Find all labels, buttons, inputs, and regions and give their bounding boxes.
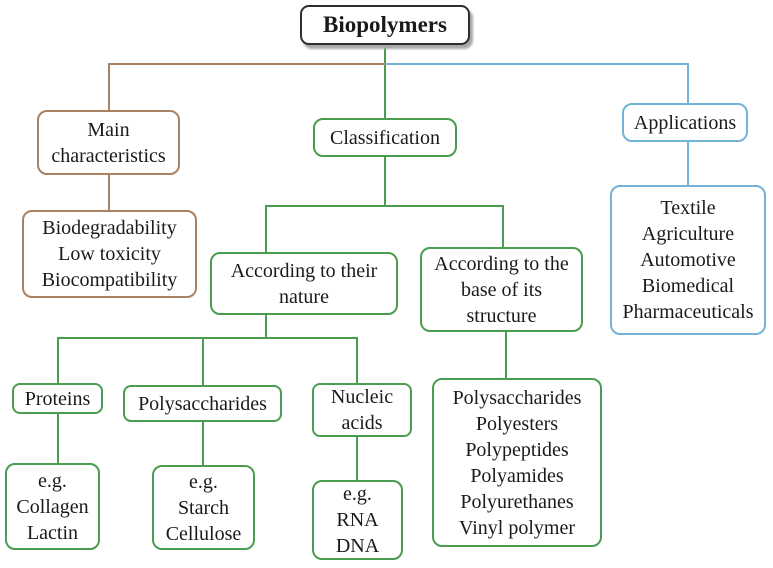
node-eg-proteins-label: e.g. Collagen Lactin (16, 469, 89, 544)
connector-bynature-down (265, 315, 267, 339)
node-according-to-structure-label: According to the base of its structure (434, 252, 569, 327)
connector-to-applications (687, 63, 689, 103)
node-eg-polysaccharides-label: e.g. Starch Cellulose (165, 470, 242, 545)
connector-to-polysaccharides (202, 337, 204, 385)
connector-to-by-nature (265, 205, 267, 252)
connector-maincharacteristics-to-list (108, 175, 110, 210)
node-proteins: Proteins (12, 383, 103, 414)
node-biopolymers: Biopolymers (300, 5, 470, 45)
connector-horizontal-brown (108, 63, 385, 65)
connector-classification-down (384, 157, 386, 205)
node-structure-list: Polysaccharides Polyesters Polypeptides … (432, 378, 602, 547)
node-eg-proteins: e.g. Collagen Lactin (5, 463, 100, 550)
node-polysaccharides: Polysaccharides (123, 385, 282, 422)
node-biopolymers-label: Biopolymers (323, 12, 447, 38)
node-proteins-label: Proteins (24, 387, 91, 410)
node-nucleic-acids-label: Nucleic acids (330, 386, 394, 434)
connector-to-main-characteristics (108, 63, 110, 110)
connector-nucleic-to-eg (356, 437, 358, 480)
connector-to-nucleic-acids (356, 337, 358, 383)
connector-horizontal-blue (385, 63, 687, 65)
connector-applications-to-list (687, 142, 689, 185)
connector-polysaccharides-to-eg (202, 422, 204, 465)
node-polysaccharides-label: Polysaccharides (138, 392, 267, 415)
node-applications-list: Textile Agriculture Automotive Biomedica… (610, 185, 766, 335)
node-structure-list-label: Polysaccharides Polyesters Polypeptides … (452, 386, 582, 539)
node-eg-nucleic-acids-label: e.g. RNA DNA (335, 483, 380, 557)
node-according-to-nature: According to their nature (210, 252, 398, 315)
node-eg-polysaccharides: e.g. Starch Cellulose (152, 465, 255, 550)
node-main-characteristics-label: Main characteristics (51, 118, 166, 167)
node-classification-label: Classification (330, 126, 440, 149)
connector-to-by-structure (502, 205, 504, 247)
node-characteristics-list: Biodegradability Low toxicity Biocompati… (22, 210, 197, 298)
node-according-to-structure: According to the base of its structure (420, 247, 583, 332)
node-according-to-nature-label: According to their nature (230, 259, 378, 308)
node-nucleic-acids: Nucleic acids (312, 383, 412, 437)
connector-to-proteins (57, 337, 59, 383)
node-classification: Classification (313, 118, 457, 157)
node-main-characteristics: Main characteristics (37, 110, 180, 175)
node-applications: Applications (622, 103, 748, 142)
connector-bystructure-to-list (505, 332, 507, 378)
node-applications-list-label: Textile Agriculture Automotive Biomedica… (622, 197, 754, 323)
connector-horizontal-classification (265, 205, 504, 207)
node-eg-nucleic-acids: e.g. RNA DNA (312, 480, 403, 560)
node-characteristics-list-label: Biodegradability Low toxicity Biocompati… (41, 217, 178, 291)
node-applications-label: Applications (633, 111, 737, 134)
connector-title-to-classification (384, 45, 386, 118)
connector-horizontal-nature-children (57, 337, 358, 339)
connector-proteins-to-eg (57, 414, 59, 463)
